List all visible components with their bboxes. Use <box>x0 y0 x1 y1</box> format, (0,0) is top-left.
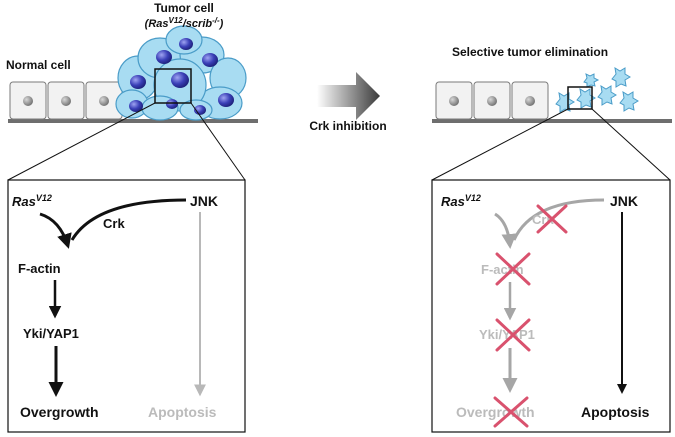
right-panel-frame <box>431 179 671 433</box>
right-zoom-line-left <box>431 108 569 181</box>
left-yki-label: Yki/YAP1 <box>23 326 79 341</box>
apoptotic-fragments <box>555 67 639 113</box>
right-ras-label: RasV12 <box>441 193 481 209</box>
middle-transition: Crk inhibition <box>309 72 387 133</box>
right-tissue: Selective tumor elimination <box>431 45 672 181</box>
left-crk-label: Crk <box>103 216 125 231</box>
right-title: Selective tumor elimination <box>452 45 608 59</box>
left-pathway-panel: RasV12 JNK Crk F-actin Yki/YAP1 Overgrow… <box>7 179 246 433</box>
left-factin-label: F-actin <box>18 261 61 276</box>
right-jnk-crk-curve <box>512 198 605 241</box>
left-ras-label: RasV12 <box>12 193 52 209</box>
left-overgrowth-label: Overgrowth <box>20 404 99 420</box>
normal-cells <box>9 81 123 120</box>
cross-factin <box>495 252 531 286</box>
right-normal-cells <box>435 81 549 120</box>
genotype-ras-sup: V12 <box>169 16 184 25</box>
genotype-scrib: /scrib <box>182 18 213 30</box>
right-factin-label: F-actin <box>481 262 524 277</box>
cross-overgrowth <box>493 396 529 428</box>
cross-yki <box>495 318 531 352</box>
zoom-square <box>154 68 192 104</box>
genotype-scrib-sup: -/- <box>212 16 220 25</box>
tumor-genotype: (RasV12/scrib-/-) <box>145 16 224 30</box>
right-overgrowth-label: Overgrowth <box>456 404 535 420</box>
left-tissue: Normal cell Tumor cell (RasV12/scrib-/-) <box>6 1 258 181</box>
left-apoptosis-label: Apoptosis <box>148 404 217 420</box>
left-ras-arrow <box>39 212 72 249</box>
inhibition-crosses <box>493 204 568 428</box>
cross-crk <box>536 204 568 234</box>
zoom-line-left <box>7 102 156 181</box>
right-pathway-panel: RasV12 JNK Crk F-actin Yki/YAP1 Overgrow… <box>431 179 671 433</box>
tumor-cell-title: Tumor cell <box>154 1 214 15</box>
right-jnk-label: JNK <box>610 193 638 209</box>
normal-cell-label: Normal cell <box>6 58 71 72</box>
left-panel-frame <box>7 179 246 433</box>
right-yki-label: Yki/YAP1 <box>479 327 535 342</box>
genotype-ras: Ras <box>148 18 168 30</box>
right-ras-arrow <box>494 212 517 249</box>
basement-membrane <box>8 119 258 123</box>
tumor-nuclei <box>129 38 234 115</box>
zoom-line-right <box>190 102 246 181</box>
right-basement-membrane <box>432 119 672 123</box>
left-jnk-label: JNK <box>190 193 218 209</box>
right-zoom-square <box>567 86 593 110</box>
crk-inhibition-label: Crk inhibition <box>309 119 386 133</box>
right-zoom-line-right <box>591 108 671 181</box>
transition-arrow <box>317 72 380 120</box>
right-apoptosis-label: Apoptosis <box>581 404 650 420</box>
left-jnk-crk-curve <box>70 198 187 241</box>
